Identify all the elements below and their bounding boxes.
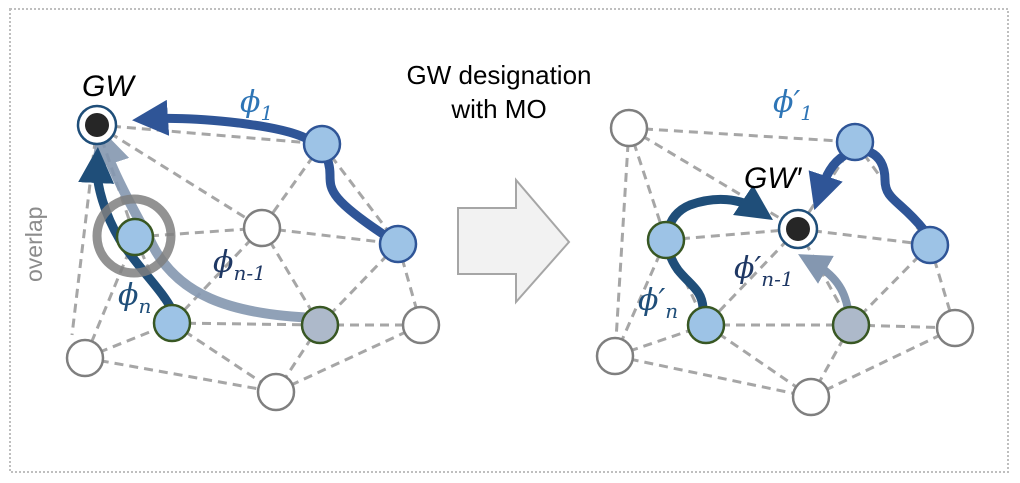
- gateway-dot: [85, 113, 109, 137]
- phi-1-symbol: ϕ: [240, 85, 260, 120]
- phi-prime-n-1-label: ϕ′n-1: [734, 251, 794, 291]
- gw-prime-label: GW′: [744, 162, 803, 195]
- edge: [261, 226, 399, 246]
- gateway-dot: [786, 217, 810, 241]
- gw-label: GW: [82, 70, 136, 103]
- phi-n-1-subscript: n-1: [233, 261, 265, 285]
- edge: [275, 323, 422, 394]
- node-blue: [302, 124, 342, 164]
- edge: [84, 356, 277, 394]
- right-network: GW′ ϕ′1 ϕ′n-1 ϕ′n: [595, 85, 975, 417]
- node: [65, 338, 105, 378]
- phi-prime-n-subscript: n: [665, 299, 678, 323]
- node-gray: [831, 305, 871, 345]
- edge: [810, 326, 956, 399]
- edge: [628, 126, 799, 231]
- node-gray: [300, 305, 340, 345]
- phi-prime-n-1-symbol: ϕ′: [734, 251, 761, 286]
- phi-prime-n-label: ϕ′n: [638, 283, 678, 323]
- phi-1-label: ϕ1: [240, 85, 273, 125]
- edge: [171, 321, 321, 327]
- phi-prime-n-symbol: ϕ′: [638, 283, 665, 318]
- node: [935, 308, 975, 348]
- phi-n-label: ϕn: [118, 278, 151, 318]
- edge: [170, 226, 264, 325]
- edge: [705, 323, 812, 399]
- left-edges: [70, 123, 423, 394]
- node-blue: [152, 303, 192, 343]
- node: [242, 208, 282, 248]
- node-blue: [646, 220, 686, 260]
- node-blue: [115, 217, 155, 257]
- phi-prime-1-label: ϕ′1: [773, 85, 813, 125]
- path-phi-n-1: [91, 125, 323, 323]
- edge: [83, 236, 137, 359]
- node-blue: [910, 225, 950, 265]
- node-blue: [378, 224, 418, 264]
- edge: [628, 126, 856, 144]
- edge: [614, 354, 812, 399]
- edge: [134, 226, 263, 239]
- left-nodes: [65, 104, 441, 412]
- path-phi-prime-n-1: [798, 254, 852, 314]
- edge: [320, 143, 400, 245]
- right-nodes: [595, 108, 975, 417]
- phi-n-1-label: ϕn-1: [213, 245, 266, 285]
- outer-frame: [9, 8, 1009, 473]
- node-blue: [686, 305, 726, 345]
- edge: [797, 227, 931, 247]
- overlap-ring: [92, 194, 176, 278]
- edge: [613, 239, 668, 357]
- edge: [627, 127, 668, 241]
- node: [609, 108, 649, 148]
- overlap-label: overlap: [21, 207, 47, 282]
- left-network: GW overlap ϕ1 ϕn-1 ϕn: [21, 70, 441, 412]
- node: [401, 305, 441, 345]
- path-phi-prime-1: [808, 145, 929, 235]
- edge: [613, 127, 631, 357]
- node: [595, 336, 635, 376]
- phi-prime-1-subscript: 1: [800, 101, 813, 125]
- node: [791, 377, 831, 417]
- node-blue: [835, 122, 875, 162]
- center-section: GW designation with MO: [407, 60, 592, 305]
- phi-prime-1-symbol: ϕ′: [773, 85, 800, 120]
- edge: [171, 321, 277, 394]
- transition-arrow-icon: [457, 177, 571, 305]
- phi-n-1-symbol: ϕ: [213, 245, 233, 280]
- title-line-2: with MO: [450, 94, 546, 124]
- phi-prime-n-1-subscript: n-1: [761, 267, 793, 291]
- edge: [665, 227, 799, 242]
- edge: [704, 227, 800, 327]
- phi-n-subscript: n: [138, 294, 151, 318]
- phi-1-subscript: 1: [260, 101, 273, 125]
- node: [256, 372, 296, 412]
- title-line-1: GW designation: [407, 60, 592, 90]
- phi-n-symbol: ϕ: [118, 278, 138, 313]
